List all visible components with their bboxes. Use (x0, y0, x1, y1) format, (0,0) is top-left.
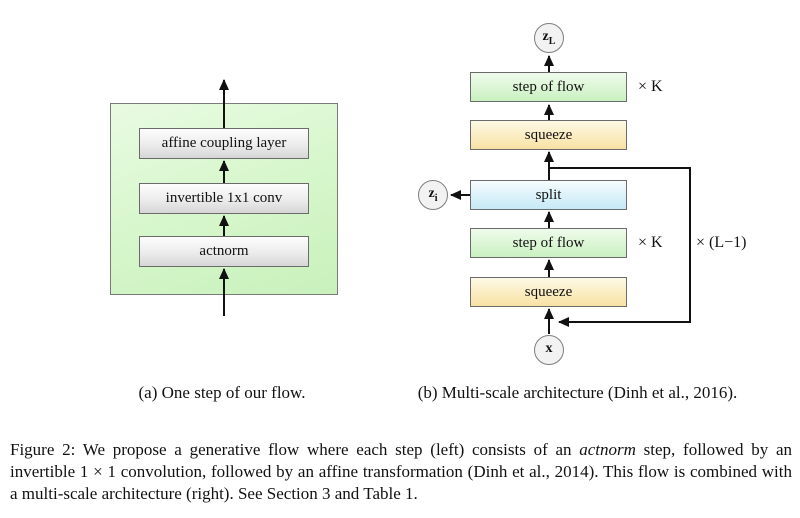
squeeze-lower-box: squeeze (470, 277, 627, 307)
affine-coupling-layer-label: affine coupling layer (161, 135, 287, 151)
step-of-flow-lower-label: step of flow (512, 234, 585, 251)
actnorm-box: actnorm (139, 236, 309, 267)
invertible-conv-box: invertible 1x1 conv (139, 183, 309, 214)
zl-label: zL (542, 29, 556, 47)
subcaption-a: (a) One step of our flow. (138, 383, 306, 402)
step-of-flow-upper-label: step of flow (512, 78, 585, 95)
caption-prefix: Figure 2: We propose a generative flow w… (10, 440, 580, 459)
times-k-lower-label: × K (638, 234, 663, 251)
caption-italic-actnorm: actnorm (579, 440, 636, 459)
times-k-upper-label: × K (638, 78, 663, 95)
step-of-flow-upper-box: step of flow (470, 72, 627, 102)
squeeze-upper-box: squeeze (470, 120, 627, 150)
step-of-flow-lower-box: step of flow (470, 228, 627, 258)
zl-node: zL (534, 23, 564, 53)
caption-suffix: step, followed by an invertible 1 × 1 co… (10, 440, 793, 503)
x-node: x (534, 335, 564, 365)
x-label: x (545, 341, 553, 357)
subcaption-b: (b) Multi-scale architecture (Dinh et al… (417, 383, 738, 402)
figure-caption: Figure 2: We propose a generative flow w… (10, 439, 792, 505)
times-l-minus-1-label: × (L−1) (696, 234, 747, 251)
actnorm-label: actnorm (199, 243, 249, 259)
squeeze-lower-label: squeeze (524, 283, 573, 300)
squeeze-upper-label: squeeze (524, 126, 573, 143)
invertible-conv-label: invertible 1x1 conv (165, 190, 283, 206)
split-label: split (535, 186, 562, 203)
split-box: split (470, 180, 627, 210)
zi-label: zi (428, 186, 438, 204)
zi-node: zi (418, 180, 448, 210)
affine-coupling-layer-box: affine coupling layer (139, 128, 309, 159)
